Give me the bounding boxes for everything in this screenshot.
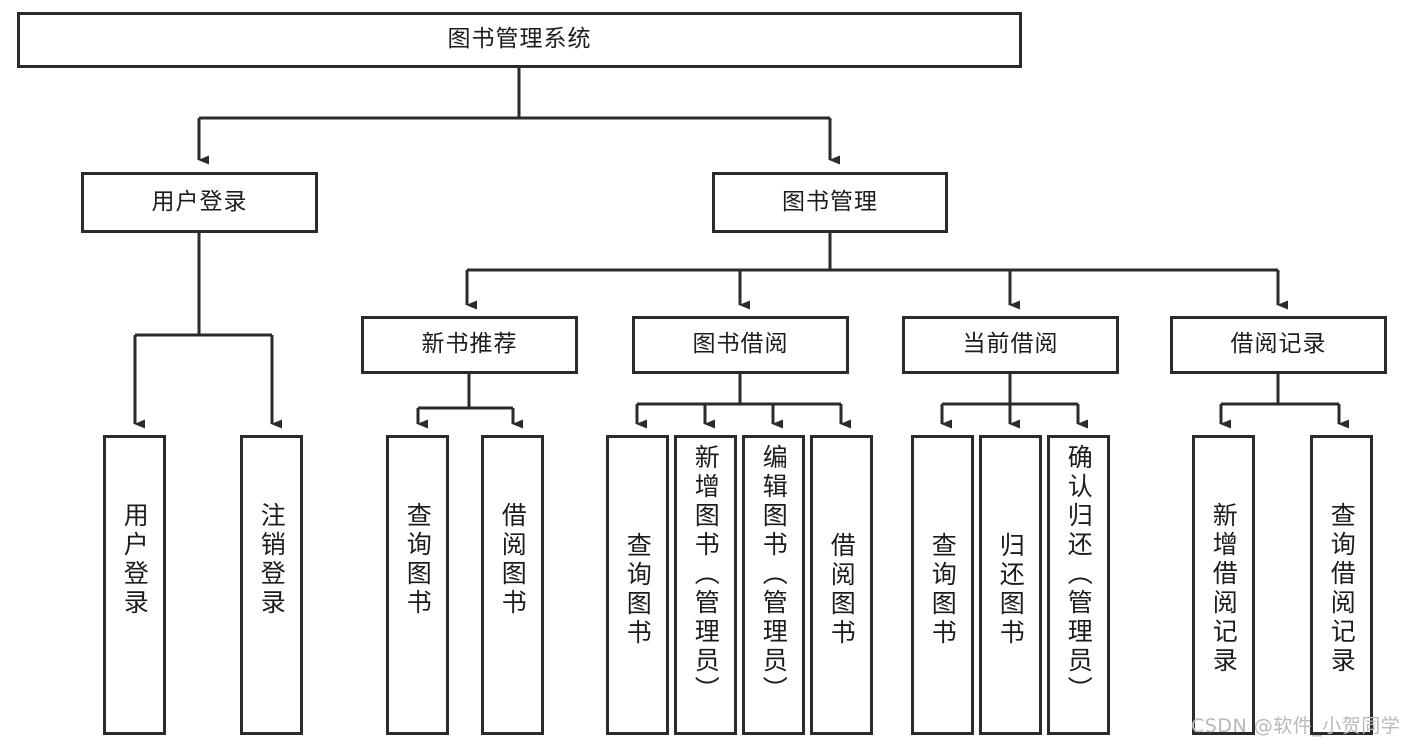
- node-label: 图书管理系统: [447, 26, 592, 53]
- leaf-user-login[interactable]: 用户登录: [103, 435, 166, 735]
- node-user-login[interactable]: 用户登录: [81, 172, 318, 233]
- node-label: 借阅记录: [1230, 331, 1327, 358]
- leaf-add-borrow-record[interactable]: 新增借阅记录: [1192, 435, 1255, 735]
- leaf-label: 确认归还（管理员）: [1064, 444, 1094, 705]
- leaf-label: 借阅图书: [498, 502, 528, 618]
- node-label: 当前借阅: [962, 331, 1059, 358]
- leaf-label: 查询借阅记录: [1327, 502, 1357, 676]
- leaf-label: 查询图书: [623, 532, 653, 648]
- node-label: 用户登录: [151, 188, 248, 215]
- leaf-label: 用户登录: [120, 502, 150, 618]
- node-current-borrow[interactable]: 当前借阅: [902, 316, 1119, 374]
- leaf-return-book[interactable]: 归还图书: [979, 435, 1042, 735]
- leaf-label: 新增图书（管理员）: [691, 444, 721, 705]
- leaf-edit-book-admin[interactable]: 编辑图书（管理员）: [742, 435, 805, 735]
- watermark: CSDN @软件_小贺同学: [1191, 715, 1401, 737]
- leaf-query-book-recommend[interactable]: 查询图书: [386, 435, 449, 735]
- node-borrow-record[interactable]: 借阅记录: [1170, 316, 1387, 374]
- leaf-borrow-book-recommend[interactable]: 借阅图书: [481, 435, 544, 735]
- leaf-query-borrow-record[interactable]: 查询借阅记录: [1310, 435, 1373, 735]
- leaf-borrow-book[interactable]: 借阅图书: [810, 435, 873, 735]
- leaf-query-book-borrow[interactable]: 查询图书: [606, 435, 669, 735]
- node-new-book-recommend[interactable]: 新书推荐: [361, 316, 578, 374]
- leaf-confirm-return-admin[interactable]: 确认归还（管理员）: [1047, 435, 1110, 735]
- leaf-logout[interactable]: 注销登录: [240, 435, 303, 735]
- leaf-label: 借阅图书: [827, 532, 857, 648]
- leaf-label: 查询图书: [403, 502, 433, 618]
- leaf-query-book-current[interactable]: 查询图书: [911, 435, 974, 735]
- node-label: 图书管理: [782, 188, 878, 215]
- node-book-management[interactable]: 图书管理: [712, 172, 948, 233]
- node-label: 新书推荐: [421, 331, 518, 358]
- leaf-label: 查询图书: [928, 532, 958, 648]
- leaf-add-book-admin[interactable]: 新增图书（管理员）: [674, 435, 737, 735]
- node-label: 图书借阅: [692, 331, 789, 358]
- leaf-label: 新增借阅记录: [1209, 502, 1239, 676]
- leaf-label: 归还图书: [996, 532, 1026, 648]
- leaf-label: 编辑图书（管理员）: [759, 444, 789, 705]
- node-root-book-management-system[interactable]: 图书管理系统: [17, 12, 1022, 68]
- node-book-borrow[interactable]: 图书借阅: [632, 316, 849, 374]
- leaf-label: 注销登录: [257, 502, 287, 618]
